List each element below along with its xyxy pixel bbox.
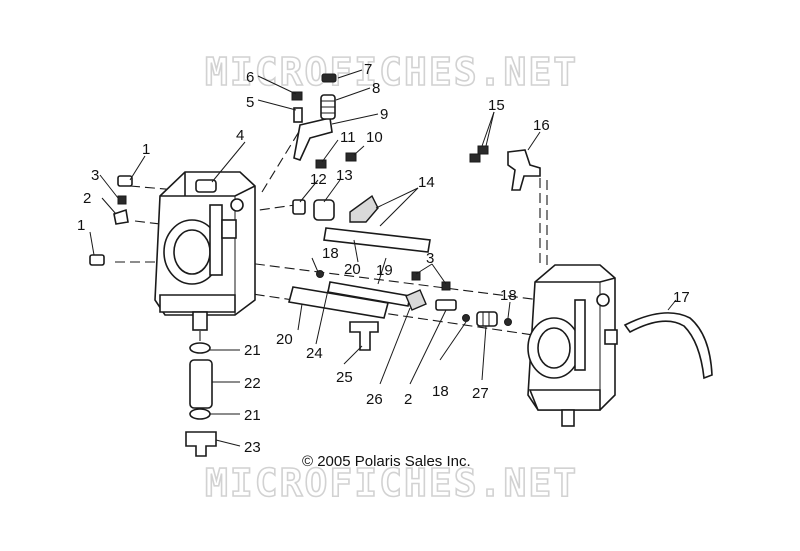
callout-23: 23 — [244, 439, 261, 456]
callout-15: 15 — [488, 97, 505, 114]
lever — [293, 117, 333, 161]
cap — [321, 73, 337, 83]
spring-27 — [476, 311, 498, 327]
watermark-bottom: MICROFICHES.NET — [205, 461, 578, 505]
callout-18c: 18 — [432, 383, 449, 400]
spring — [320, 94, 336, 120]
callout-24: 24 — [306, 345, 323, 362]
screw-10 — [345, 152, 357, 162]
tube-19 — [327, 281, 411, 307]
callout-26: 26 — [366, 391, 383, 408]
leader-lines — [89, 69, 677, 447]
screw-11 — [315, 159, 327, 169]
callout-14: 14 — [418, 174, 435, 191]
callout-4: 4 — [236, 127, 244, 144]
callout-19: 19 — [376, 262, 393, 279]
callout-9: 9 — [380, 106, 388, 123]
callout-16: 16 — [533, 117, 550, 134]
copyright-notice: © 2005 Polaris Sales Inc. — [302, 453, 471, 470]
callout-3b: 3 — [426, 250, 434, 267]
callout-2a: 2 — [83, 190, 91, 207]
right-carburetor — [527, 264, 618, 427]
callout-18a: 18 — [322, 245, 339, 262]
callout-11: 11 — [340, 129, 356, 146]
watermark-top: MICROFICHES.NET — [205, 50, 578, 94]
callout-8: 8 — [372, 80, 380, 97]
throttle-arm — [349, 194, 379, 223]
callout-21a: 21 — [244, 342, 261, 359]
callout-20a: 20 — [344, 261, 361, 278]
callout-18b: 18 — [500, 287, 517, 304]
callout-12: 12 — [310, 171, 327, 188]
callout-21b: 21 — [244, 407, 261, 424]
fuel-hose — [623, 312, 713, 380]
callout-3a: 3 — [91, 167, 99, 184]
bottom-fittings — [185, 342, 217, 457]
o-rings — [316, 270, 512, 326]
fitting-small — [292, 199, 306, 215]
bracket — [507, 149, 541, 191]
callout-7: 7 — [364, 61, 372, 78]
screw-5 — [293, 107, 303, 123]
callout-1a: 1 — [142, 141, 150, 158]
callout-13: 13 — [336, 167, 353, 184]
callout-25: 25 — [336, 369, 353, 386]
fitting — [313, 199, 335, 221]
callout-5: 5 — [246, 94, 254, 111]
center-fittings — [405, 271, 457, 311]
left-clips — [113, 195, 129, 225]
callout-labels: 1 1 3 2 4 6 5 7 8 9 11 10 12 13 14 15 16… — [77, 61, 690, 456]
callout-10: 10 — [366, 129, 383, 146]
left-screws — [89, 175, 133, 266]
callout-1b: 1 — [77, 217, 85, 234]
t-fitting — [349, 321, 379, 351]
callout-27: 27 — [472, 385, 489, 402]
callout-17: 17 — [673, 289, 690, 306]
tube-lower — [288, 286, 389, 319]
left-carburetor — [154, 171, 256, 331]
screw-6 — [291, 91, 303, 101]
tube-upper — [323, 227, 431, 253]
screws — [469, 145, 489, 163]
callout-2b: 2 — [404, 391, 412, 408]
callout-22: 22 — [244, 375, 261, 392]
callout-6: 6 — [246, 69, 254, 86]
callout-20b: 20 — [276, 331, 293, 348]
